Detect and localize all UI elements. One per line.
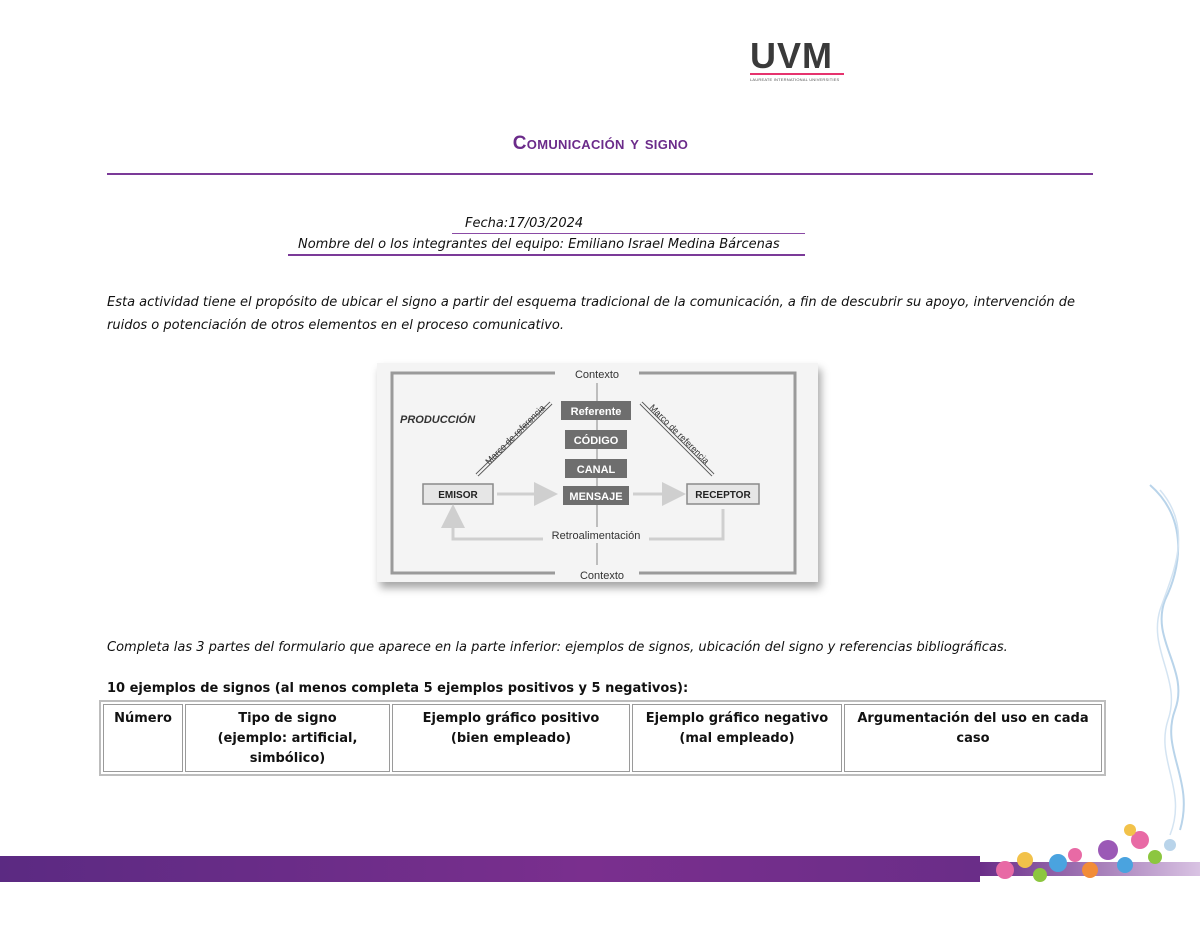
header-argumentacion: Argumentación del uso en cada caso — [844, 704, 1102, 772]
examples-heading: 10 ejemplos de signos (al menos completa… — [107, 681, 689, 696]
context-bottom-label: Contexto — [580, 570, 624, 582]
header-numero: Número — [103, 704, 183, 772]
footer-bar — [0, 856, 980, 882]
production-label: PRODUCCIÓN — [400, 413, 476, 426]
receptor-label: RECEPTOR — [695, 490, 751, 501]
canal-box — [565, 459, 627, 478]
receptor-box — [686, 483, 760, 505]
emisor-label: EMISOR — [438, 490, 478, 501]
referente-label: Referente — [571, 406, 622, 418]
date-field: Fecha:17/03/2024 — [465, 216, 584, 231]
codigo-label: CÓDIGO — [574, 434, 619, 447]
marco-left-label: Marco de referencia — [483, 403, 547, 467]
communication-diagram: Contexto Contexto PRODUCCIÓN Referente C… — [377, 363, 818, 582]
signs-table: Número Tipo de signo (ejemplo: artificia… — [99, 700, 1106, 776]
instructions-paragraph: Completa las 3 partes del formulario que… — [107, 640, 1008, 655]
mensaje-box — [563, 486, 629, 505]
intro-paragraph: Esta actividad tiene el propósito de ubi… — [107, 295, 1076, 333]
decorative-flowers — [996, 824, 1176, 882]
mensaje-label: MENSAJE — [569, 491, 622, 503]
header-tipo-signo: Tipo de signo (ejemplo: artificial, simb… — [185, 704, 390, 772]
table-header-row: Número Tipo de signo (ejemplo: artificia… — [103, 704, 1102, 772]
team-names-field: Nombre del o los integrantes del equipo:… — [298, 237, 780, 252]
header-ejemplo-negativo: Ejemplo gráfico negativo (mal empleado) — [632, 704, 842, 772]
marco-right-label: Marco de referencia — [648, 402, 712, 466]
referente-box — [561, 401, 631, 420]
logo-underline — [750, 73, 844, 75]
uvm-logo: UVM LAUREATE INTERNATIONAL UNIVERSITIES — [750, 35, 850, 86]
team-names-underline — [288, 254, 805, 256]
codigo-box — [565, 430, 627, 449]
canal-label: CANAL — [577, 464, 616, 476]
date-underline — [452, 233, 805, 234]
document-title: Comunicación y signo — [512, 133, 689, 154]
decorative-swirl — [1149, 484, 1185, 836]
title-divider — [107, 173, 1093, 175]
header-ejemplo-positivo: Ejemplo gráfico positivo (bien empleado) — [392, 704, 630, 772]
context-top-label: Contexto — [575, 369, 619, 381]
logo-subtitle: LAUREATE INTERNATIONAL UNIVERSITIES — [750, 77, 840, 82]
diagram-svg: Contexto Contexto PRODUCCIÓN Referente C… — [390, 365, 797, 582]
logo-text: UVM — [750, 35, 833, 76]
feedback-label: Retroalimentación — [552, 530, 641, 542]
